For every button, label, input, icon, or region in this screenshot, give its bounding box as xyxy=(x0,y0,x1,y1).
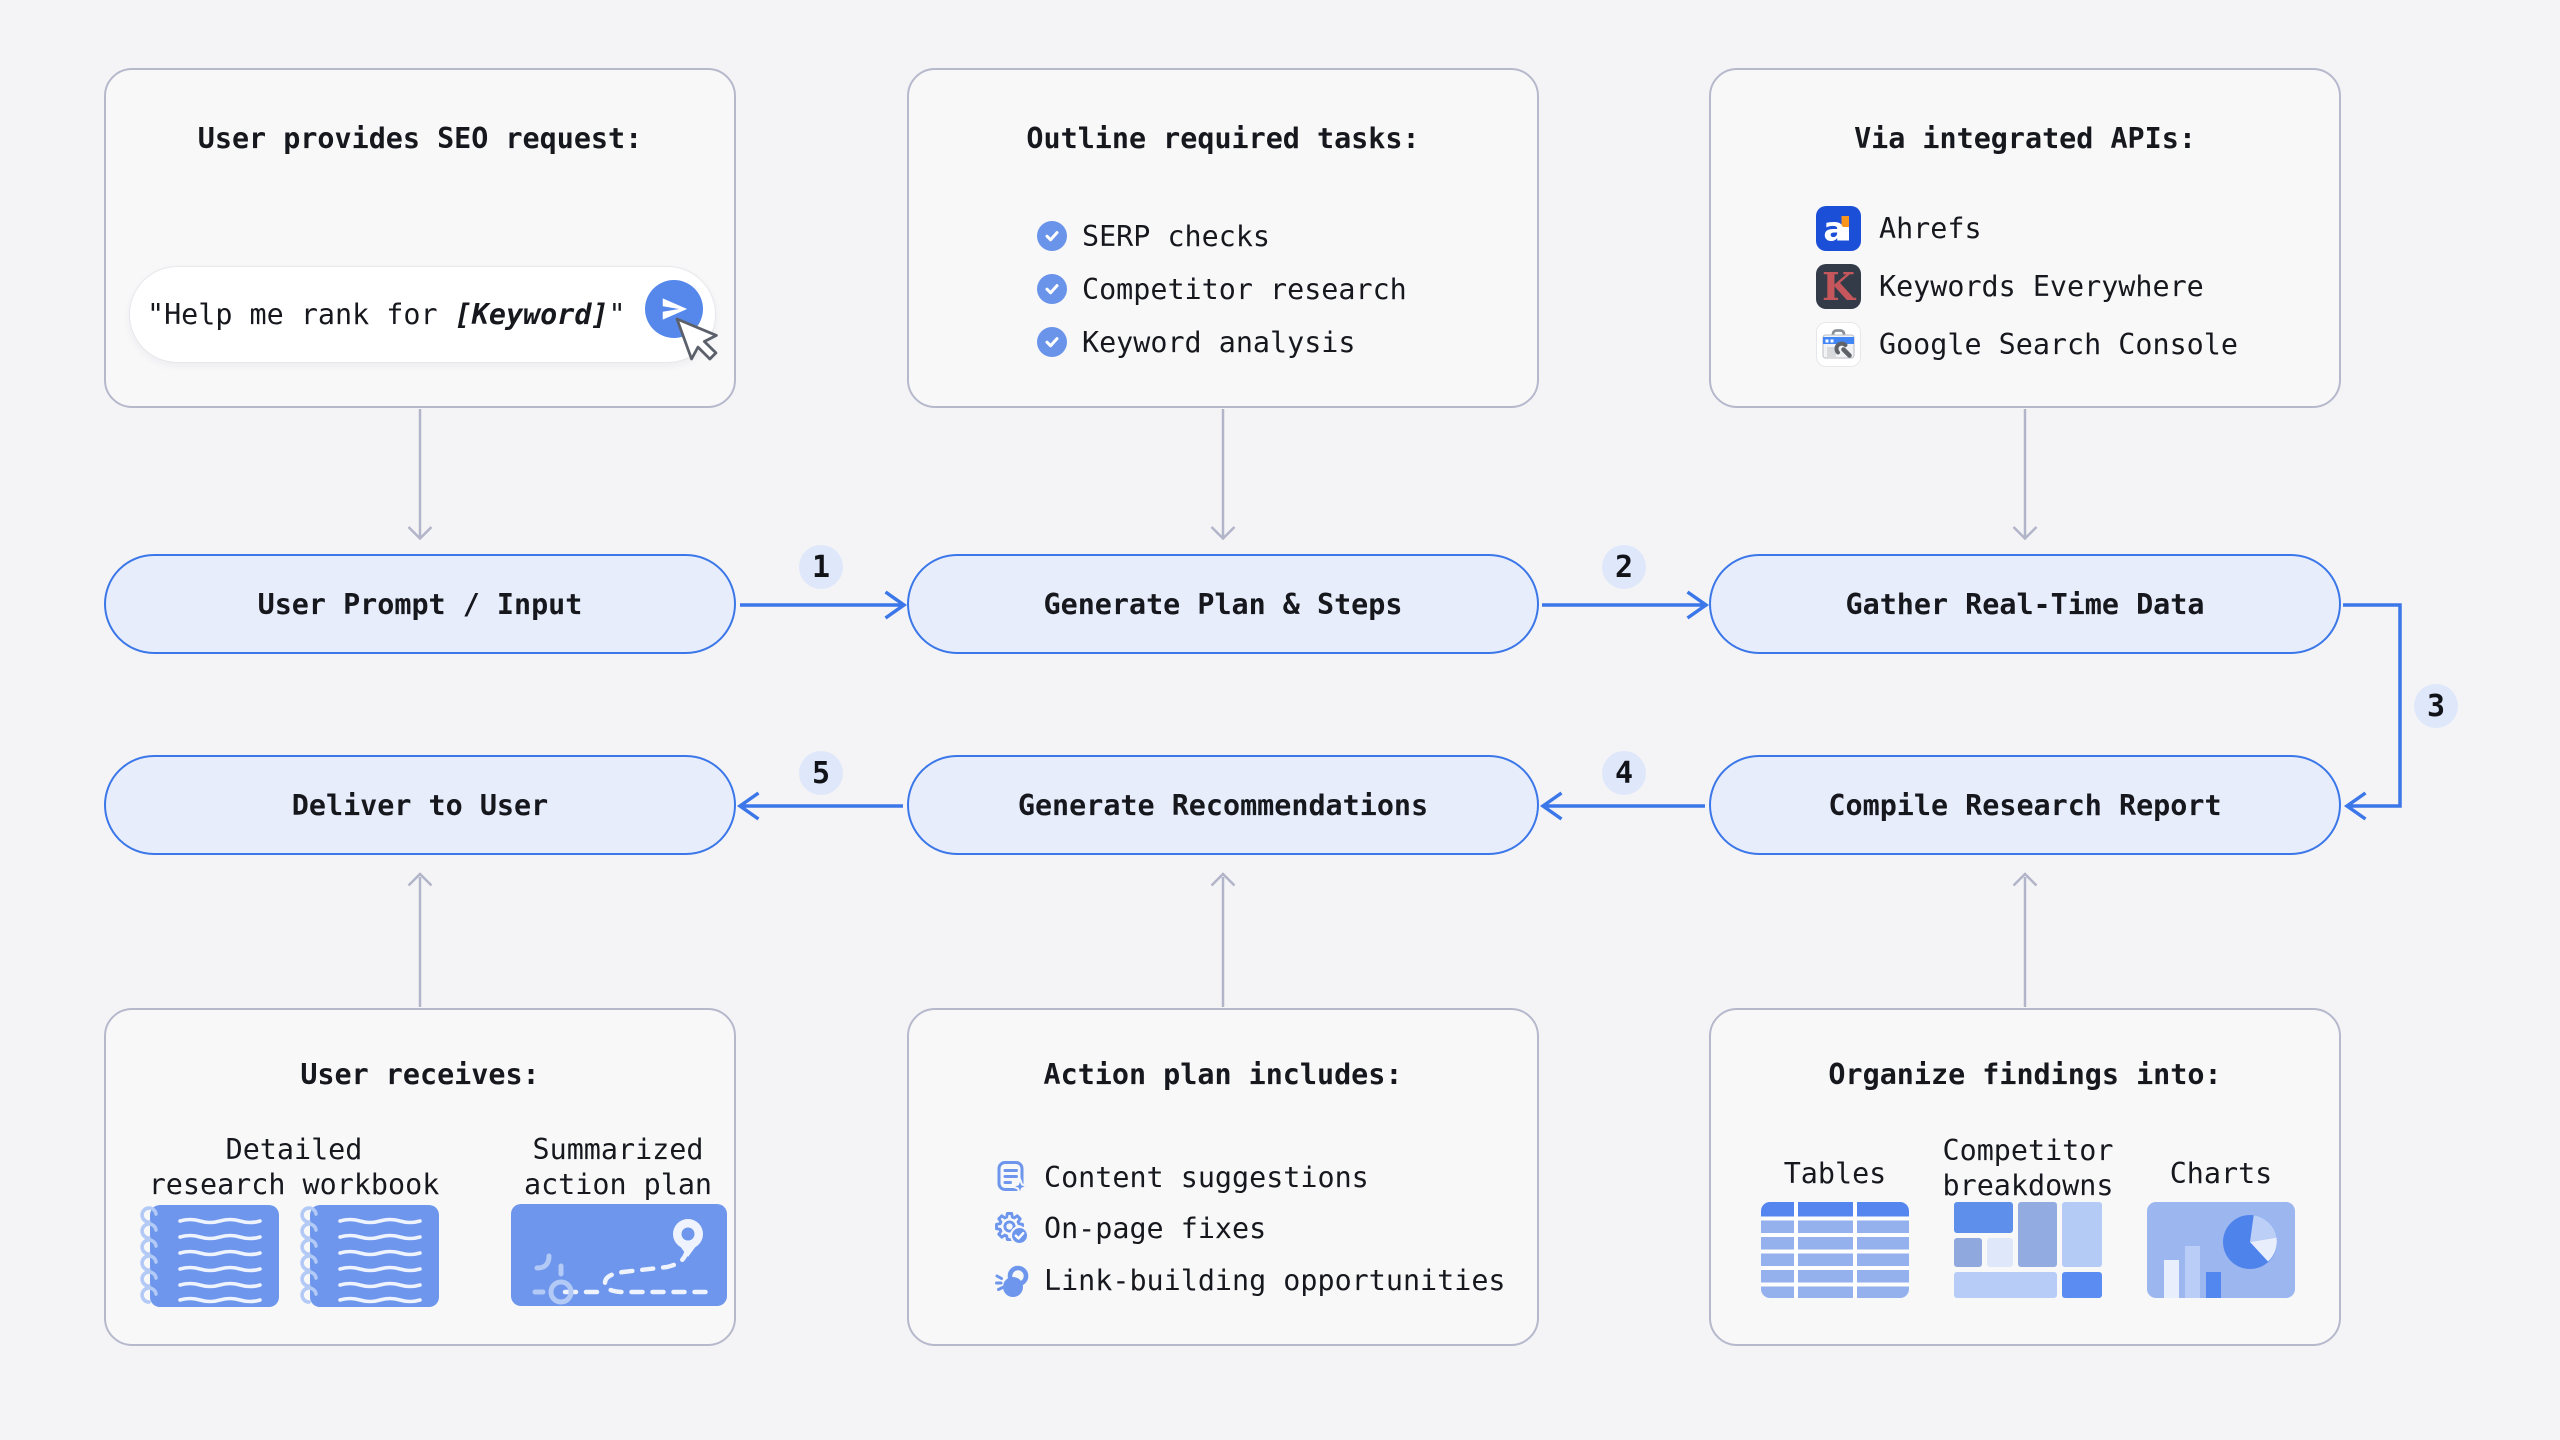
api-item: a Ahrefs xyxy=(1816,205,1982,251)
node-gather-data: Gather Real-Time Data xyxy=(1709,554,2341,654)
table-icon xyxy=(1761,1202,1909,1298)
check-circle-icon xyxy=(1037,221,1067,251)
node-label: Gather Real-Time Data xyxy=(1845,587,2205,621)
api-item: Google Search Console xyxy=(1816,321,2238,367)
plan-item-label: Content suggestions xyxy=(1044,1160,1369,1194)
check-circle-icon xyxy=(1037,327,1067,357)
arrow-step-3 xyxy=(2343,603,2402,821)
card-user-receives: User receives: Detailed research workboo… xyxy=(104,1008,736,1346)
task-item: SERP checks xyxy=(1037,216,1270,256)
arrow-step-5 xyxy=(736,791,903,821)
google-search-console-icon xyxy=(1816,321,1861,367)
notebook-icon xyxy=(300,1205,439,1307)
arrow-down-request-to-prompt xyxy=(407,409,433,541)
competitor-breakdowns-label: Competitor breakdowns xyxy=(1942,1134,2114,1202)
arrow-up-organize-to-compile xyxy=(2012,872,2038,1007)
node-generate-plan: Generate Plan & Steps xyxy=(907,554,1539,654)
node-label: Generate Recommendations xyxy=(1017,788,1429,822)
link-spark-icon xyxy=(995,1265,1029,1297)
plan-item: Link-building opportunities xyxy=(995,1263,1506,1297)
plan-item: Content suggestions xyxy=(995,1160,1369,1194)
node-compile-report: Compile Research Report xyxy=(1709,755,2341,855)
arrow-down-apis-to-gather xyxy=(2012,409,2038,541)
arrow-up-receives-to-deliver xyxy=(407,872,433,1007)
workbook-label: Detailed research workbook xyxy=(148,1133,440,1201)
plan-item-label: On-page fixes xyxy=(1044,1211,1267,1245)
node-deliver: Deliver to User xyxy=(104,755,736,855)
node-label: User Prompt / Input xyxy=(257,587,583,621)
chat-input[interactable]: "Help me rank for [Keyword]" xyxy=(129,266,716,363)
arrow-up-plan-to-recommend xyxy=(1210,872,1236,1007)
paper-plane-icon xyxy=(662,298,688,320)
api-item-label: Google Search Console xyxy=(1879,327,2238,361)
step-badge-5: 5 xyxy=(799,751,843,795)
card-organize-findings: Organize findings into: Tables Competito… xyxy=(1709,1008,2341,1346)
charts-icon xyxy=(2147,1202,2295,1298)
plan-item: On-page fixes xyxy=(995,1211,1267,1245)
svg-text:K: K xyxy=(1822,264,1857,309)
step-badge-3: 3 xyxy=(2414,684,2458,728)
arrow-step-4 xyxy=(1539,791,1705,821)
tables-label: Tables xyxy=(1783,1157,1887,1190)
card-integrated-apis-title: Via integrated APIs: xyxy=(1854,122,2196,155)
card-outline-tasks: Outline required tasks: SERP checks Comp… xyxy=(907,68,1539,408)
node-label: Generate Plan & Steps xyxy=(1043,587,1403,621)
task-item-label: Competitor research xyxy=(1082,272,1407,306)
action-plan-label: Summarized action plan xyxy=(523,1133,713,1201)
svg-text:a: a xyxy=(1823,209,1845,248)
node-user-prompt: User Prompt / Input xyxy=(104,554,736,654)
step-badge-2: 2 xyxy=(1602,545,1646,589)
document-sparkle-icon xyxy=(997,1161,1029,1194)
card-user-receives-title: User receives: xyxy=(300,1058,540,1091)
route-map-icon xyxy=(511,1204,727,1306)
treemap-icon xyxy=(1954,1202,2102,1298)
api-item-label: Ahrefs xyxy=(1879,211,1982,245)
node-recommendations: Generate Recommendations xyxy=(907,755,1539,855)
card-user-request: User provides SEO request: "Help me rank… xyxy=(104,68,736,408)
step-badge-4: 4 xyxy=(1602,751,1646,795)
blue-flow-arrows xyxy=(736,590,2402,821)
gray-connector-arrows xyxy=(407,409,2038,1007)
card-integrated-apis: Via integrated APIs: a Ahrefs K Keywords… xyxy=(1709,68,2341,408)
task-item-label: SERP checks xyxy=(1082,219,1271,253)
node-label: Compile Research Report xyxy=(1828,788,2222,822)
task-item: Keyword analysis xyxy=(1037,322,1355,362)
notebook-icon xyxy=(140,1205,279,1307)
card-action-plan-title: Action plan includes: xyxy=(1043,1058,1403,1091)
card-user-request-title: User provides SEO request: xyxy=(197,122,643,155)
node-label: Deliver to User xyxy=(291,788,549,822)
card-action-plan: Action plan includes: Content suggestion… xyxy=(907,1008,1539,1346)
plan-item-label: Link-building opportunities xyxy=(1044,1263,1506,1297)
check-circle-icon xyxy=(1037,274,1067,304)
ahrefs-icon: a xyxy=(1816,205,1861,251)
gear-check-icon xyxy=(995,1212,1029,1245)
arrow-step-2 xyxy=(1542,590,1710,620)
api-item-label: Keywords Everywhere xyxy=(1879,269,2204,303)
step-badge-1: 1 xyxy=(799,545,843,589)
card-organize-findings-title: Organize findings into: xyxy=(1828,1058,2222,1091)
mouse-cursor-icon xyxy=(675,317,718,361)
keyword-placeholder: [Keyword] xyxy=(454,298,609,331)
arrow-down-tasks-to-plan xyxy=(1210,409,1236,541)
arrow-step-1 xyxy=(740,590,908,620)
chat-input-text: "Help me rank for [Keyword]" xyxy=(147,298,626,331)
keywords-everywhere-icon: K xyxy=(1816,263,1861,309)
charts-label: Charts xyxy=(2169,1157,2273,1190)
task-item: Competitor research xyxy=(1037,269,1407,309)
card-outline-tasks-title: Outline required tasks: xyxy=(1026,122,1420,155)
task-item-label: Keyword analysis xyxy=(1082,325,1356,359)
api-item: K Keywords Everywhere xyxy=(1816,263,2204,309)
